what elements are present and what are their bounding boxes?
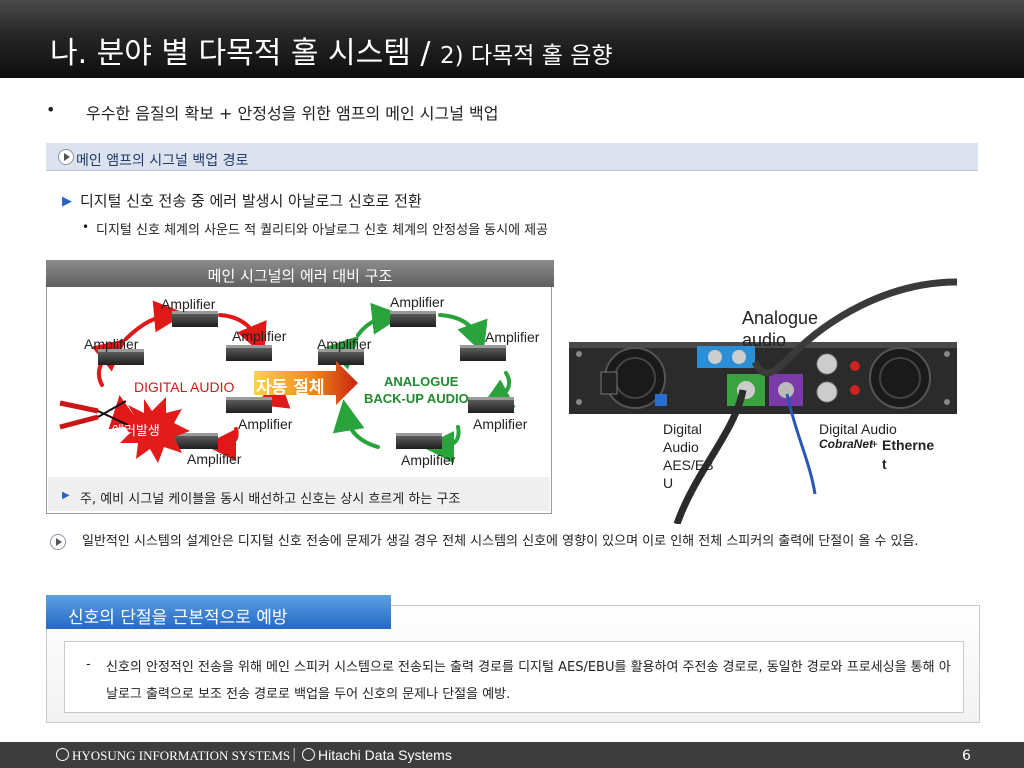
scissors-icon (59, 400, 129, 430)
bullet-dot: • (82, 220, 90, 234)
digital-aes-label: Audio (663, 439, 699, 455)
amplifier-label: Amplifier (401, 452, 456, 468)
amplifier-label: Amplifier (485, 329, 540, 345)
amplifier-label: Amplifier (84, 336, 139, 352)
amplifier-icon (460, 345, 506, 361)
dash-bullet: - (86, 657, 91, 672)
prevention-tab (46, 595, 391, 629)
amplifier-label: Amplifier (187, 451, 242, 467)
plus-sign: + (871, 437, 879, 451)
slide-title-main: 나. 분야 별 다목적 홀 시스템 / (50, 36, 431, 71)
footer-separator: | (292, 747, 297, 762)
amplifier-label: Amplifier (390, 294, 445, 310)
page-number: 6 (962, 748, 971, 764)
diagram-header-label: 메인 시그널의 에러 대비 구조 (207, 267, 393, 285)
triangle-bullet-icon: ▶ (62, 194, 72, 209)
hyosung-logo-icon (56, 748, 69, 761)
slide-title: 나. 분야 별 다목적 홀 시스템 / 2) 다목적 홀 음향 (50, 28, 613, 72)
digital-aes-label: AES/EB (663, 457, 714, 473)
footer-bar (0, 742, 1024, 768)
ethernet-label: Etherne (882, 437, 935, 453)
signal-diagram (59, 300, 516, 463)
prevention-text: 신호의 안정적인 전송을 위해 메인 스피커 시스템으로 전송되는 출력 경로를… (106, 660, 951, 702)
triangle-bullet-icon: ▶ (62, 490, 70, 501)
digital-audio-label: DIGITAL AUDIO (134, 379, 235, 395)
hitachi-logo: Hitachi Data Systems (302, 747, 452, 763)
amplifier-icon (318, 349, 364, 365)
analogue-audio-label: Analogue (742, 308, 819, 328)
play-circle-icon (58, 149, 74, 165)
section-point: 디지털 신호 전송 중 에러 발생시 아날로그 신호로 전환 (80, 192, 422, 210)
amplifier-icon (172, 311, 218, 327)
analogue-label: ANALOGUE (384, 374, 459, 389)
switch-arrow (254, 361, 358, 405)
prevention-title: 신호의 단절을 근본적으로 예방 (68, 608, 288, 628)
amplifier-label: Amplifier (473, 416, 528, 432)
backup-audio-label: BACK-UP AUDIO (364, 391, 469, 406)
top-bullet-text: 우수한 음질의 확보 + 안정성을 위한 앰프의 메인 시그널 백업 (86, 104, 499, 123)
diagram-footer-text: 주, 예비 시그널 케이블을 동시 배선하고 신호는 상시 흐르게 하는 구조 (80, 492, 461, 507)
amplifier-label: Amplifier (238, 416, 293, 432)
error-burst-icon (118, 397, 190, 463)
amplifier-icon (226, 397, 272, 413)
section-bar (46, 143, 978, 171)
amplifier-icon (98, 349, 144, 365)
cobranet-logo: CobraNet (819, 437, 874, 451)
slide-subtitle: 2) 다목적 홀 음향 (440, 43, 613, 69)
diagram-header (46, 260, 554, 287)
error-label: 에러발생 (112, 424, 160, 439)
ethernet-label: t (882, 456, 887, 472)
amplifier-rear-photo (569, 278, 958, 524)
title-bar (0, 0, 1024, 78)
bullet-dot: • (46, 100, 56, 119)
amplifier-icon (390, 311, 436, 327)
prevention-inner-box (64, 641, 964, 713)
section-sub-point: 디지털 신호 체계의 사운드 적 퀄리티와 아날로그 신호 체계의 안정성을 동… (96, 223, 549, 238)
play-circle-icon (50, 534, 66, 550)
diagram-footer (48, 477, 550, 511)
auto-switch-label: 자동 절체 (256, 378, 325, 398)
amplifier-label: Amplifier (317, 336, 372, 352)
amplifier-label: Amplifier (232, 328, 287, 344)
section-label: 메인 앰프의 시그널 백업 경로 (76, 153, 249, 169)
hitachi-logo-icon (302, 748, 315, 761)
hyosung-logo: HYOSUNG INFORMATION SYSTEMS (56, 748, 290, 764)
amplifier-icon (468, 397, 514, 413)
amplifier-icon (396, 433, 442, 449)
digital-aes-label: U (663, 475, 674, 491)
analogue-audio-label: audio (742, 330, 787, 350)
digital-aes-label: Digital (663, 421, 702, 437)
digital-audio-label: Digital Audio (819, 421, 897, 437)
note-text: 일반적인 시스템의 설계안은 디지털 신호 전송에 문제가 생길 경우 전체 시… (82, 534, 919, 549)
amplifier-label: Amplifier (161, 296, 216, 312)
amplifier-icon (172, 433, 218, 449)
amplifier-icon (226, 345, 272, 361)
